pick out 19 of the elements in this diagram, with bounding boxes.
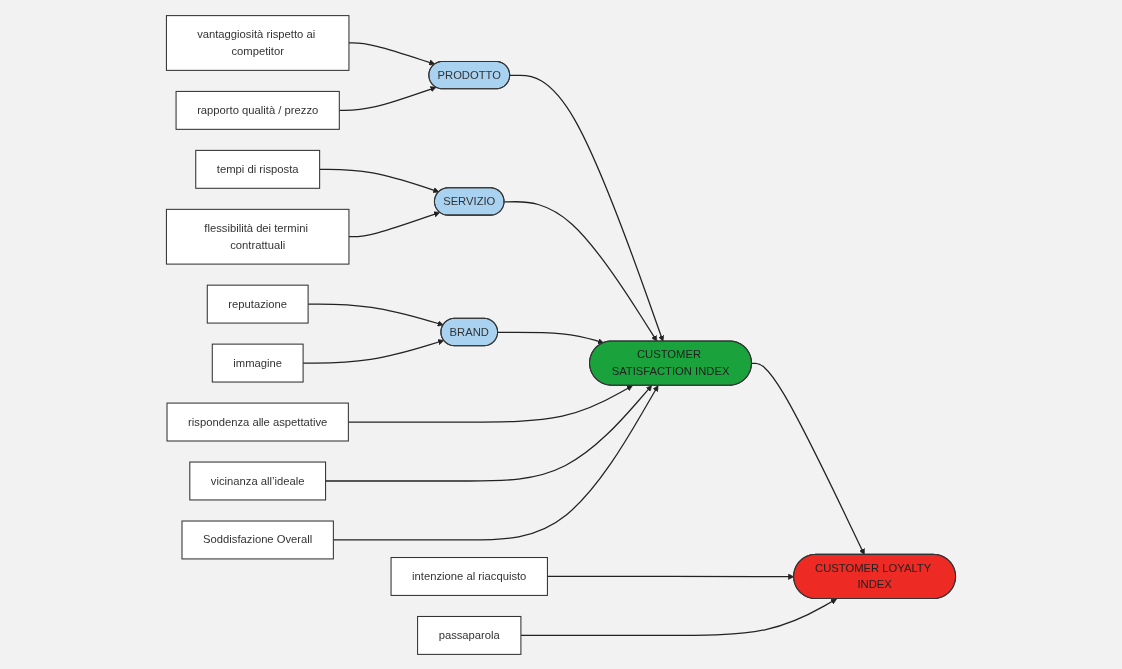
node-box: tempi di risposta bbox=[195, 149, 321, 189]
node-box: rispondenza alle aspettative bbox=[166, 402, 349, 441]
node-box: immagine bbox=[211, 343, 304, 383]
arrow bbox=[520, 598, 837, 636]
arrow bbox=[348, 210, 441, 237]
node-box: vicinanza all’ideale bbox=[189, 461, 327, 500]
arrow bbox=[509, 74, 665, 342]
arrow bbox=[497, 331, 604, 344]
node-box: reputazione bbox=[206, 284, 309, 324]
arrow bbox=[319, 168, 440, 193]
arrow bbox=[348, 41, 436, 65]
arrow bbox=[503, 200, 658, 342]
node-box: rapporto qualità / prezzo bbox=[175, 90, 340, 130]
node-box: flessibilità dei termini contrattuali bbox=[165, 208, 350, 265]
node-box: vantaggiosità rispetto ai competitor bbox=[165, 14, 350, 71]
arrow bbox=[751, 362, 865, 555]
node-box: Soddisfazione Overall bbox=[181, 520, 334, 559]
node-box: intenzione al riacquisto bbox=[390, 556, 548, 596]
node-box: passaparola bbox=[417, 615, 522, 655]
